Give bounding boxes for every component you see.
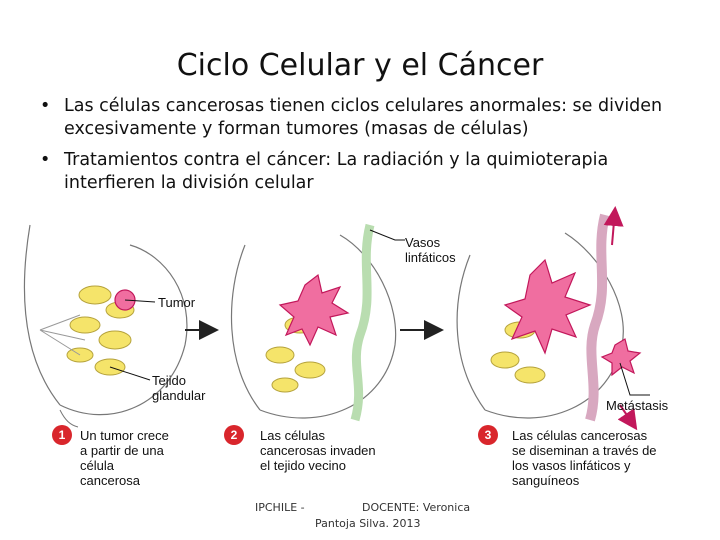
label-vasos-linfaticos: Vasos linfáticos	[405, 235, 456, 265]
footer-left: IPCHILE -	[255, 501, 305, 514]
slide-title: Ciclo Celular y el Cáncer	[176, 48, 544, 83]
breast-stage-1	[23, 224, 188, 428]
tejido-pointer	[109, 366, 151, 381]
step-badge-3: 3	[478, 425, 498, 445]
bullet-item: Las células cancerosas tienen ciclos cel…	[40, 95, 700, 141]
invading-tumor-2	[278, 273, 350, 347]
breast-stage-2	[230, 223, 397, 422]
step-caption-3: Las células cancerosas se diseminan a tr…	[512, 428, 657, 488]
bullet-list: Las células cancerosas tienen ciclos cel…	[40, 95, 700, 203]
step-badge-1: 1	[52, 425, 72, 445]
label-tejido-glandular: Tejido glandular	[152, 373, 206, 403]
bullet-item: Tratamientos contra el cáncer: La radiac…	[40, 149, 700, 195]
label-metastasis: Metástasis	[606, 398, 669, 413]
step-caption-1: Un tumor crece a partir de una célula ca…	[80, 428, 169, 488]
lymph-vessel-2	[350, 223, 375, 422]
step-badge-2: 2	[224, 425, 244, 445]
vasos-pointer	[369, 229, 405, 241]
breast-stage-3	[456, 206, 642, 431]
cancer-stages-illustration	[23, 206, 650, 431]
footer-line2: Pantoja Silva. 2013	[315, 517, 421, 530]
step-caption-2: Las células cancerosas invaden el tejido…	[260, 428, 376, 473]
label-tumor: Tumor	[158, 295, 196, 310]
glandular-tissue-1	[39, 285, 135, 376]
spreading-tumor-3	[503, 258, 592, 355]
footer-right: DOCENTE: Veronica	[362, 501, 471, 514]
lymph-vessel-3	[585, 213, 610, 422]
metastasis-cell	[600, 338, 642, 377]
metastasis-pointer	[619, 362, 650, 396]
tumor-pointer	[124, 299, 156, 303]
